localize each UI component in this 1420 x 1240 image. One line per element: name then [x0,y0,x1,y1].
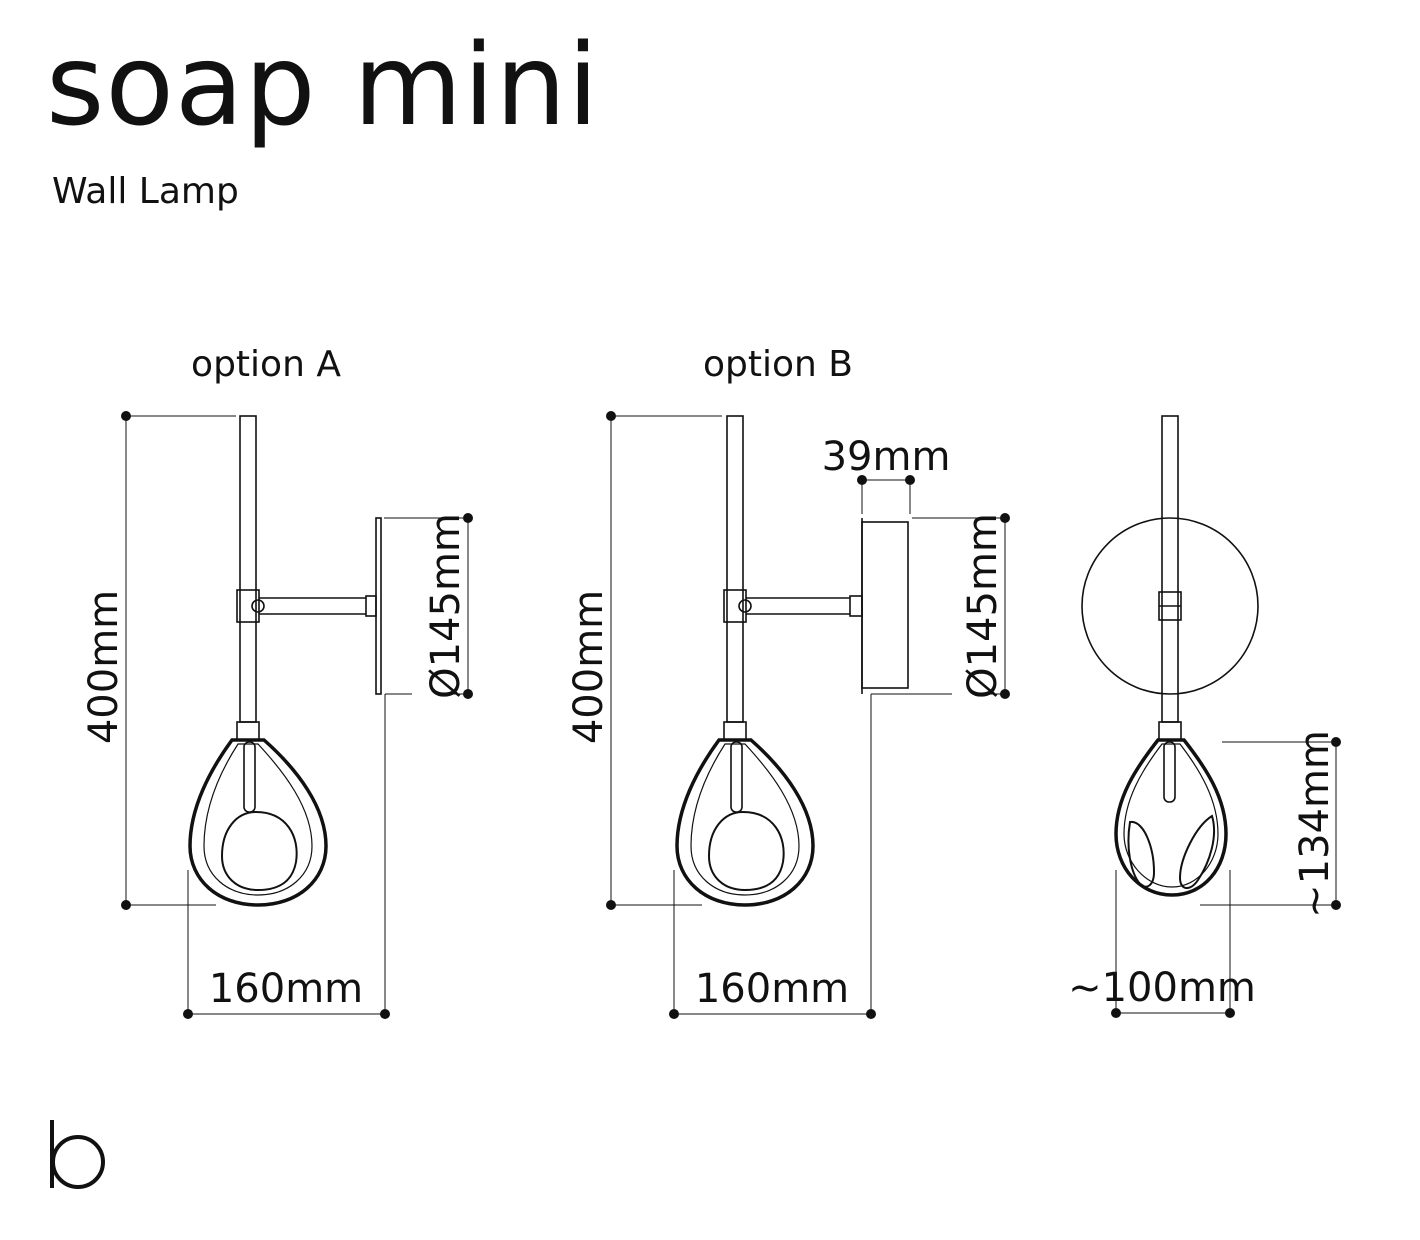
option-a-lamp [188,415,382,907]
brand-logo [50,1120,105,1189]
option-a-height-label: 400mm [81,590,127,744]
option-b-height-label: 400mm [566,590,612,744]
product-title: soap mini [46,21,600,151]
option-b-lamp [675,415,909,907]
option-b-label: option B [703,344,853,385]
option-a-depth-label: 160mm [209,966,363,1012]
option-a-plate-diameter-label: Ø145mm [423,513,469,699]
option-b-depth-label: 160mm [695,966,849,1012]
front-view-lamp [1081,415,1259,897]
front-glass-width-label: ~100mm [1068,965,1256,1011]
front-glass-height-label: ~134mm [1292,730,1338,918]
product-subtitle: Wall Lamp [52,171,239,212]
option-a-label: option A [191,344,341,385]
option-b-plate-thickness-label: 39mm [822,434,951,480]
option-b-plate-diameter-label: Ø145mm [960,513,1006,699]
